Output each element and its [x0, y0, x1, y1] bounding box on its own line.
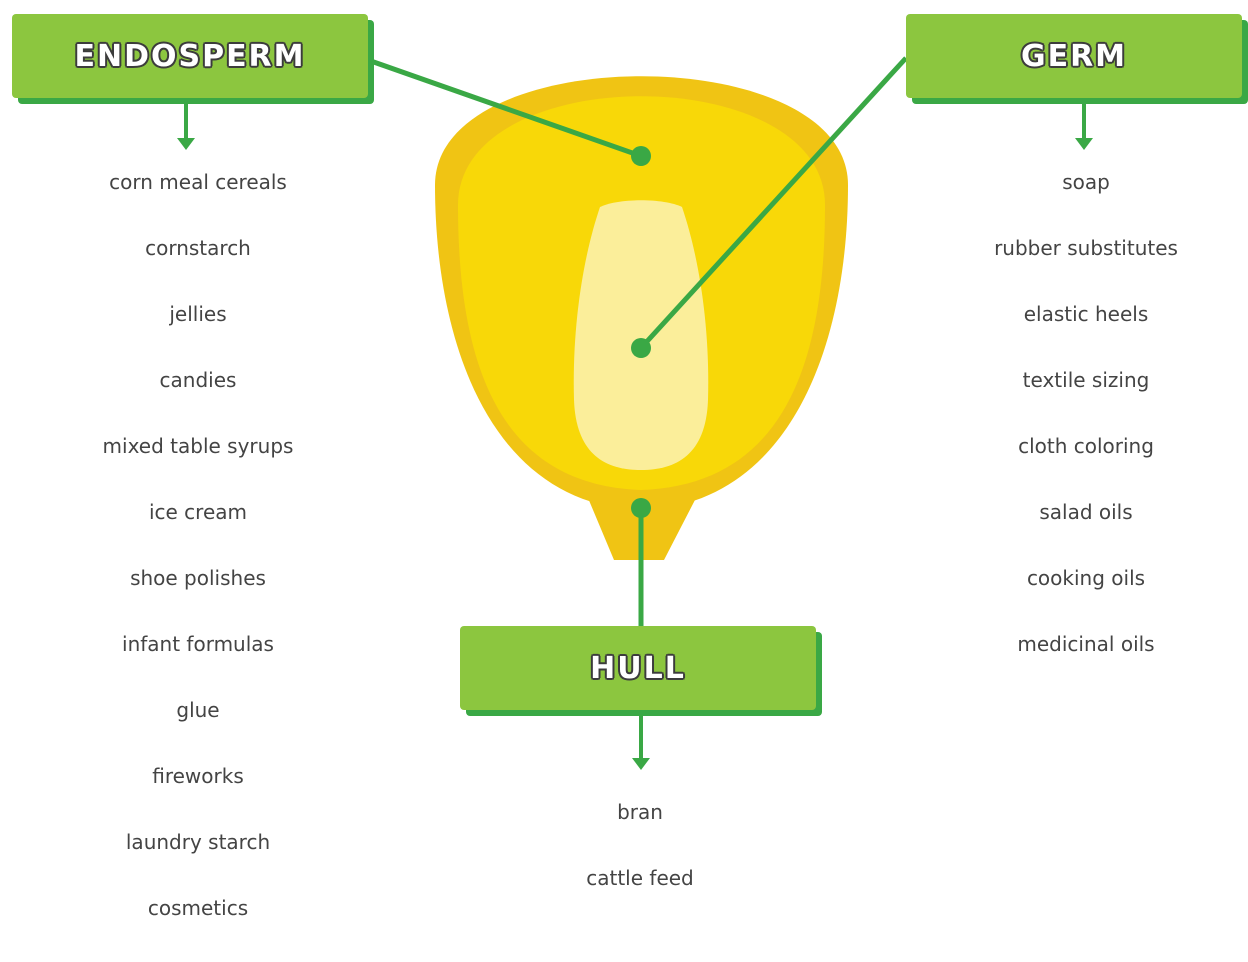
- list-item: infant formulas: [48, 632, 348, 698]
- endosperm-connector-dot: [631, 146, 651, 166]
- list-item: soap: [936, 170, 1236, 236]
- list-item: cloth coloring: [936, 434, 1236, 500]
- hull-connector-dot: [631, 498, 651, 518]
- germ-products-list: soap rubber substitutes elastic heels te…: [936, 170, 1236, 698]
- list-item: cattle feed: [490, 866, 790, 932]
- kernel-germ-shape: [574, 200, 709, 470]
- endosperm-products-list: corn meal cereals cornstarch jellies can…: [48, 170, 348, 962]
- list-item: medicinal oils: [936, 632, 1236, 698]
- list-item: textile sizing: [936, 368, 1236, 434]
- list-item: mixed table syrups: [48, 434, 348, 500]
- list-item: cooking oils: [936, 566, 1236, 632]
- list-item: cornstarch: [48, 236, 348, 302]
- hull-label: HULL: [590, 651, 686, 686]
- hull-products-list: bran cattle feed: [490, 800, 790, 932]
- list-item: cosmetics: [48, 896, 348, 962]
- germ-label: GERM: [1021, 39, 1127, 74]
- list-item: fireworks: [48, 764, 348, 830]
- list-item: bran: [490, 800, 790, 866]
- list-item: salad oils: [936, 500, 1236, 566]
- list-item: glue: [48, 698, 348, 764]
- germ-connector-dot: [631, 338, 651, 358]
- list-item: shoe polishes: [48, 566, 348, 632]
- germ-label-box: GERM: [906, 14, 1242, 98]
- list-item: elastic heels: [936, 302, 1236, 368]
- list-item: candies: [48, 368, 348, 434]
- endosperm-label-box: ENDOSPERM: [12, 14, 368, 98]
- endosperm-label: ENDOSPERM: [74, 39, 305, 74]
- list-item: corn meal cereals: [48, 170, 348, 236]
- list-item: jellies: [48, 302, 348, 368]
- list-item: ice cream: [48, 500, 348, 566]
- hull-label-box: HULL: [460, 626, 816, 710]
- list-item: rubber substitutes: [936, 236, 1236, 302]
- list-item: laundry starch: [48, 830, 348, 896]
